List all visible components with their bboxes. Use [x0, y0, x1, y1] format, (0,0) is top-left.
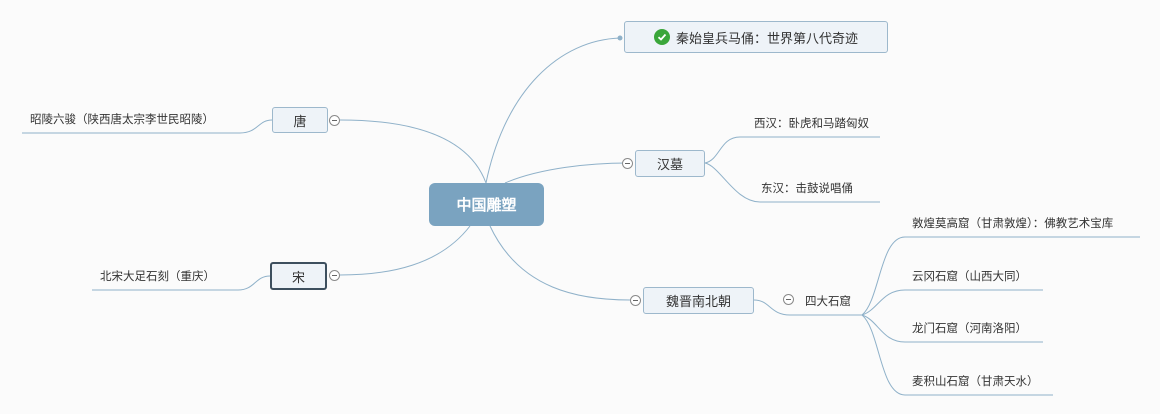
- leaf-dunhuang[interactable]: 敦煌莫高窟（甘肃敦煌）：佛教艺术宝库: [912, 213, 1140, 233]
- topic-wei-jin[interactable]: 魏晋南北朝: [643, 287, 754, 314]
- leaf-yungang-label: 云冈石窟（山西大同）: [912, 269, 1027, 283]
- leaf-han-west[interactable]: 西汉：卧虎和马踏匈奴: [754, 113, 884, 133]
- central-topic[interactable]: 中国雕塑: [429, 183, 544, 226]
- check-circle-icon: [653, 29, 670, 45]
- leaf-longmen-label: 龙门石窟（河南洛阳）: [912, 321, 1027, 335]
- topic-qin-label: 秦始皇兵马俑：世界第八代奇迹: [675, 31, 858, 47]
- leaf-han-east[interactable]: 东汉：击鼓说唱俑: [761, 178, 871, 198]
- leaf-si-da-shiku[interactable]: 四大石窟: [805, 291, 865, 311]
- leaf-dazu-label: 北宋大足石刻（重庆）: [100, 269, 215, 283]
- leaf-longmen[interactable]: 龙门石窟（河南洛阳）: [912, 318, 1042, 338]
- leaf-si-da-label: 四大石窟: [805, 294, 851, 308]
- topic-tang[interactable]: 唐: [272, 107, 328, 133]
- collapse-toggle-wei[interactable]: [630, 295, 641, 306]
- topic-han-tombs[interactable]: 汉墓: [635, 150, 705, 177]
- topic-song[interactable]: 宋: [270, 262, 327, 290]
- leaf-yungang[interactable]: 云冈石窟（山西大同）: [912, 266, 1042, 286]
- leaf-han-west-label: 西汉：卧虎和马踏匈奴: [754, 116, 869, 130]
- topic-song-label: 宋: [291, 270, 305, 286]
- leaf-zhaoling-label: 昭陵六骏（陕西唐太宗李世民昭陵）: [30, 112, 214, 126]
- leaf-dunhuang-label: 敦煌莫高窟（甘肃敦煌）：佛教艺术宝库: [912, 216, 1114, 230]
- collapse-toggle-si-da[interactable]: [783, 294, 794, 305]
- collapse-toggle-song[interactable]: [329, 270, 340, 281]
- central-topic-label: 中国雕塑: [456, 196, 517, 214]
- collapse-toggle-tang[interactable]: [329, 115, 340, 126]
- leaf-zhaoling[interactable]: 昭陵六骏（陕西唐太宗李世民昭陵）: [30, 109, 235, 129]
- topic-tang-label: 唐: [293, 114, 307, 130]
- topic-qin-terracotta[interactable]: 秦始皇兵马俑：世界第八代奇迹: [624, 21, 888, 53]
- collapse-toggle-han[interactable]: [622, 158, 633, 169]
- topic-han-label: 汉墓: [656, 158, 683, 173]
- leaf-maiji[interactable]: 麦积山石窟（甘肃天水）: [912, 371, 1052, 391]
- leaf-maiji-label: 麦积山石窟（甘肃天水）: [912, 374, 1039, 388]
- leaf-han-east-label: 东汉：击鼓说唱俑: [761, 181, 853, 195]
- topic-wei-label: 魏晋南北朝: [665, 295, 731, 310]
- leaf-dazu[interactable]: 北宋大足石刻（重庆）: [100, 266, 230, 286]
